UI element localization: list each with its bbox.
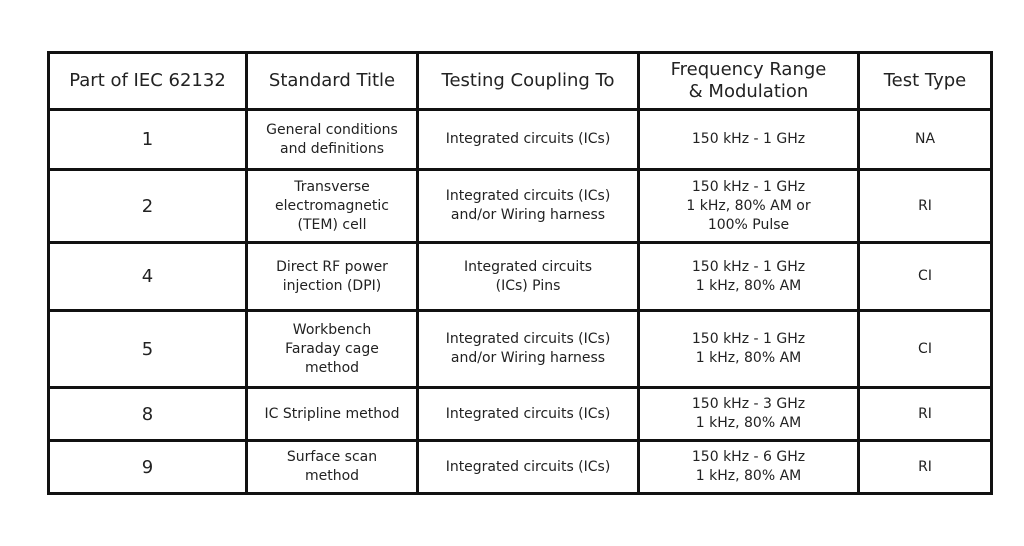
cell-test-type: NA — [857, 108, 993, 171]
table-row: 8 IC Stripline method Integrated circuit… — [47, 386, 993, 442]
table-row: 4 Direct RF power injection (DPI) Integr… — [47, 241, 993, 312]
header-frequency: Frequency Range & Modulation — [637, 51, 860, 111]
cell-coupling: Integrated circuits (ICs) Pins — [416, 241, 640, 312]
cell-title: Transverse electromagnetic (TEM) cell — [245, 168, 419, 244]
cell-frequency: 150 kHz - 1 GHz 1 kHz, 80% AM — [637, 241, 860, 312]
cell-frequency: 150 kHz - 3 GHz 1 kHz, 80% AM — [637, 386, 860, 442]
header-standard-title: Standard Title — [245, 51, 419, 111]
cell-test-type: CI — [857, 241, 993, 312]
cell-title: General conditions and definitions — [245, 108, 419, 171]
cell-coupling: Integrated circuits (ICs) and/or Wiring … — [416, 168, 640, 244]
header-part: Part of IEC 62132 — [47, 51, 248, 111]
cell-part: 5 — [47, 309, 248, 389]
table-row: 9 Surface scan method Integrated circuit… — [47, 439, 993, 495]
cell-coupling: Integrated circuits (ICs) — [416, 108, 640, 171]
cell-coupling: Integrated circuits (ICs) — [416, 439, 640, 495]
table-row: 2 Transverse electromagnetic (TEM) cell … — [47, 168, 993, 244]
cell-frequency: 150 kHz - 1 GHz 1 kHz, 80% AM — [637, 309, 860, 389]
cell-title: Direct RF power injection (DPI) — [245, 241, 419, 312]
cell-title: Surface scan method — [245, 439, 419, 495]
cell-test-type: RI — [857, 168, 993, 244]
cell-frequency: 150 kHz - 6 GHz 1 kHz, 80% AM — [637, 439, 860, 495]
table-row: 5 Workbench Faraday cage method Integrat… — [47, 309, 993, 389]
cell-part: 9 — [47, 439, 248, 495]
cell-part: 1 — [47, 108, 248, 171]
cell-test-type: CI — [857, 309, 993, 389]
iec-62132-table: Part of IEC 62132 Standard Title Testing… — [47, 51, 993, 495]
cell-part: 8 — [47, 386, 248, 442]
cell-coupling: Integrated circuits (ICs) — [416, 386, 640, 442]
cell-part: 4 — [47, 241, 248, 312]
cell-test-type: RI — [857, 386, 993, 442]
cell-test-type: RI — [857, 439, 993, 495]
table-row: 1 General conditions and definitions Int… — [47, 108, 993, 171]
cell-coupling: Integrated circuits (ICs) and/or Wiring … — [416, 309, 640, 389]
cell-title: Workbench Faraday cage method — [245, 309, 419, 389]
header-test-type: Test Type — [857, 51, 993, 111]
cell-title: IC Stripline method — [245, 386, 419, 442]
header-coupling: Testing Coupling To — [416, 51, 640, 111]
cell-part: 2 — [47, 168, 248, 244]
header-row: Part of IEC 62132 Standard Title Testing… — [47, 51, 993, 111]
cell-frequency: 150 kHz - 1 GHz — [637, 108, 860, 171]
cell-frequency: 150 kHz - 1 GHz 1 kHz, 80% AM or 100% Pu… — [637, 168, 860, 244]
